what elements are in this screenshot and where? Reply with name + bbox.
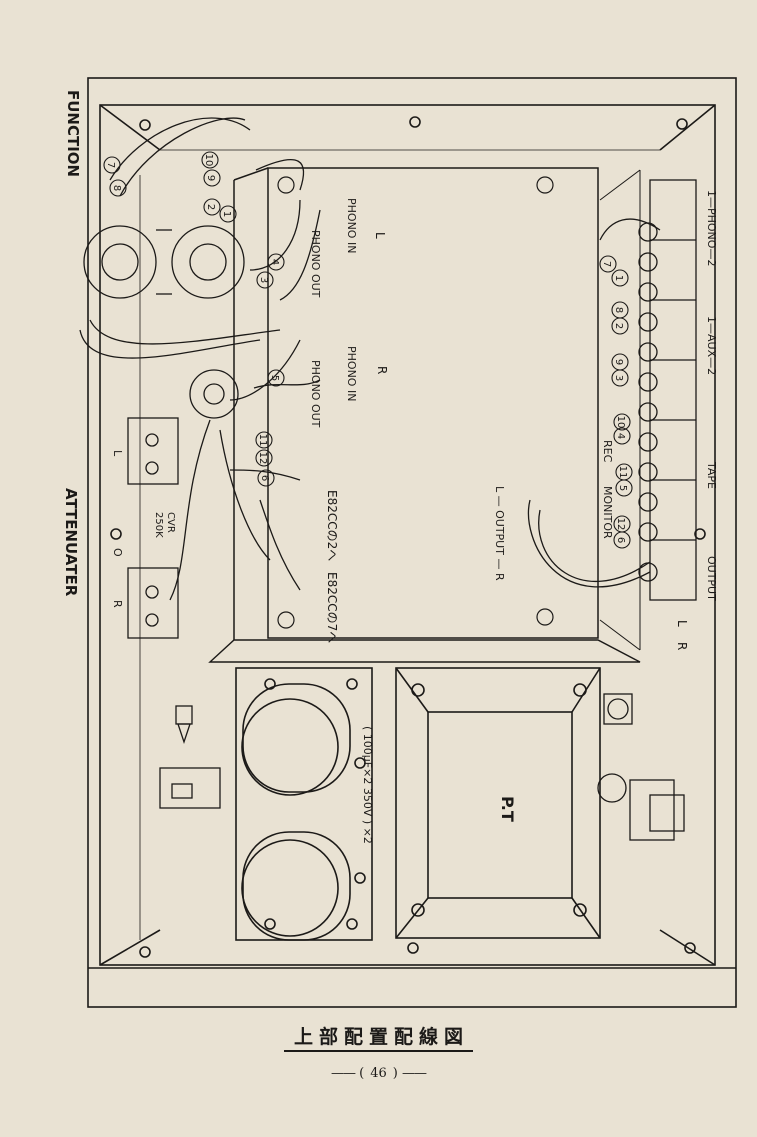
terminal-numbers: 7 8 10 9 2 1 3 4 5 11 12 6 bbox=[105, 154, 280, 482]
tube-7-label: E82CCの7へ bbox=[325, 572, 339, 643]
jack-numbers: 7 1 8 2 9 3 10 4 11 5 12 6 bbox=[601, 261, 628, 543]
tube-2-label: E82CCの2へ bbox=[325, 490, 339, 561]
filter-capacitors bbox=[235, 667, 373, 941]
output-r-label: R bbox=[675, 642, 689, 650]
jack-number: 5 bbox=[617, 485, 628, 491]
terminal-label: 4 bbox=[269, 259, 280, 265]
attenuator-pots bbox=[127, 417, 179, 639]
function-switch bbox=[83, 225, 245, 299]
chassis bbox=[87, 77, 737, 1008]
phono-in-l-label: PHONO IN bbox=[345, 198, 358, 253]
terminal-label: 10 bbox=[203, 154, 214, 167]
tape-label: TAPE bbox=[705, 461, 718, 489]
monitor-label: MONITOR bbox=[601, 486, 614, 539]
terminal-label: 7 bbox=[105, 162, 116, 168]
jack-number: 1 bbox=[613, 275, 624, 281]
attn-r-label: R bbox=[111, 600, 124, 608]
jack-number: 12 bbox=[615, 518, 626, 531]
terminal-label: 9 bbox=[205, 175, 216, 181]
attn-l-label: L bbox=[111, 450, 124, 457]
jack-panel bbox=[638, 179, 697, 601]
phono-out-r-label: PHONO OUT bbox=[309, 360, 322, 428]
terminal-label: 2 bbox=[205, 204, 216, 210]
wiring bbox=[79, 117, 661, 601]
terminal-label: 6 bbox=[259, 475, 270, 481]
channel-r-label: R bbox=[375, 366, 389, 374]
terminal-label: 8 bbox=[111, 185, 122, 191]
jack-number: 2 bbox=[613, 323, 624, 329]
diagram-labels: FUNCTION ATTENUATER PHONO IN PHONO OUT L… bbox=[62, 90, 718, 844]
terminal-label: 5 bbox=[269, 375, 280, 381]
jack-number: 11 bbox=[617, 466, 628, 479]
page-number-value: 46 bbox=[370, 1066, 387, 1081]
rec-label: REC bbox=[601, 440, 614, 463]
jack-number: 9 bbox=[613, 359, 624, 365]
power-transformer bbox=[395, 667, 601, 939]
aux-jacks-label: 1—AUX—2 bbox=[705, 316, 718, 375]
figure-caption: 上部配置配線図 bbox=[0, 1022, 757, 1052]
output-lr-label: L — OUTPUT — R bbox=[493, 486, 506, 581]
jack-number: 8 bbox=[613, 307, 624, 313]
cvr-label: CVR bbox=[165, 512, 176, 533]
attenuater-label: ATTENUATER bbox=[62, 488, 80, 597]
terminal-label: 1 bbox=[221, 211, 232, 217]
transformer-label: P.T bbox=[498, 796, 517, 822]
terminal-markers bbox=[103, 151, 285, 487]
channel-l-label: L bbox=[373, 232, 387, 239]
jack-number: 4 bbox=[615, 433, 626, 439]
terminal-label: 11 bbox=[257, 434, 268, 447]
jack-number: 10 bbox=[615, 416, 626, 429]
cvr-value-label: 250K bbox=[153, 512, 164, 538]
circuit-board bbox=[233, 167, 599, 640]
terminal-label: 3 bbox=[258, 277, 269, 283]
attn-o-label: O bbox=[111, 548, 124, 557]
caption-text: 上部配置配線図 bbox=[283, 1026, 473, 1052]
phono-out-l-label: PHONO OUT bbox=[309, 230, 322, 298]
output-label: OUTPUT bbox=[705, 556, 718, 601]
phono-in-r-label: PHONO IN bbox=[345, 346, 358, 401]
output-l-label: L bbox=[675, 620, 689, 627]
jack-number: 3 bbox=[613, 375, 624, 381]
jack-number: 7 bbox=[601, 261, 612, 267]
terminal-label: 12 bbox=[257, 452, 268, 465]
page-number: —— (46) —— bbox=[331, 1066, 427, 1081]
phono-jacks-label: 1—PHONO—2 bbox=[705, 190, 718, 266]
jack-number: 6 bbox=[615, 537, 626, 543]
capacitor-label: ( 100μF×2 350V ) ×2 bbox=[361, 726, 374, 844]
function-label: FUNCTION bbox=[64, 90, 82, 177]
